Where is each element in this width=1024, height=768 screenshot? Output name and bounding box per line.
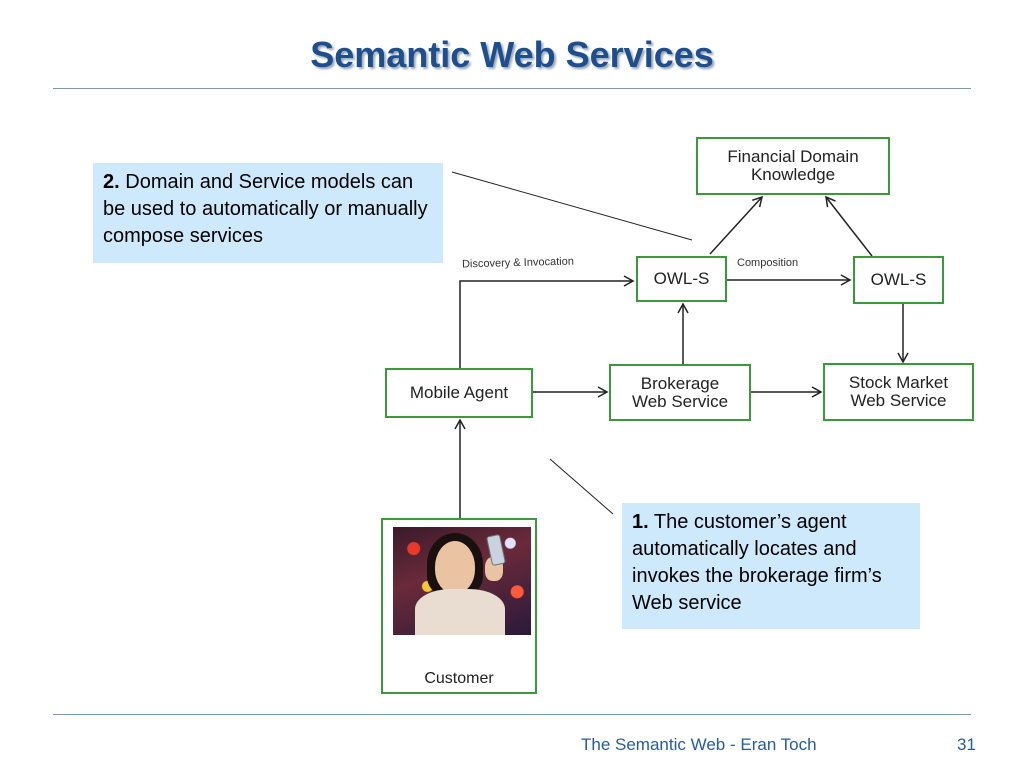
node-mobile-agent: Mobile Agent [385,368,533,418]
callout-2-text: Domain and Service models can be used to… [103,171,428,247]
page-number: 31 [957,735,976,754]
edge-owls-financial [709,195,764,255]
top-divider [53,88,971,89]
bottom-divider [53,714,971,715]
node-stock-market-web-service: Stock Market Web Service [823,363,974,421]
callout-1-pointer [549,458,614,515]
footer-title: The Semantic Web - Eran Toch [581,735,817,754]
node-owls-left: OWL-S [636,256,727,302]
callout-2-pointer [451,171,693,241]
callout-1-number: 1. [632,511,649,533]
callout-2-number: 2. [103,171,120,193]
customer-label: Customer [424,670,494,687]
callout-discovery: 1. The customer’s agent automatically lo… [622,503,920,629]
customer-body-shape [415,589,505,635]
node-brokerage-web-service: Brokerage Web Service [609,364,751,421]
edge-agent-to-owls [459,275,635,368]
node-customer: Customer [381,518,537,694]
callout-1-text: The customer’s agent automatically locat… [632,511,882,614]
edge-label-composition: Composition [737,257,799,269]
slide-title: Semantic Web Services [310,34,714,75]
edge-owlsright-financial [825,195,873,257]
callout-composition: 2. Domain and Service models can be used… [93,163,443,263]
customer-face-shape [435,541,475,593]
node-owls-right: OWL-S [853,256,944,304]
node-financial-domain-knowledge: Financial Domain Knowledge [696,137,890,195]
customer-photo [393,527,531,635]
